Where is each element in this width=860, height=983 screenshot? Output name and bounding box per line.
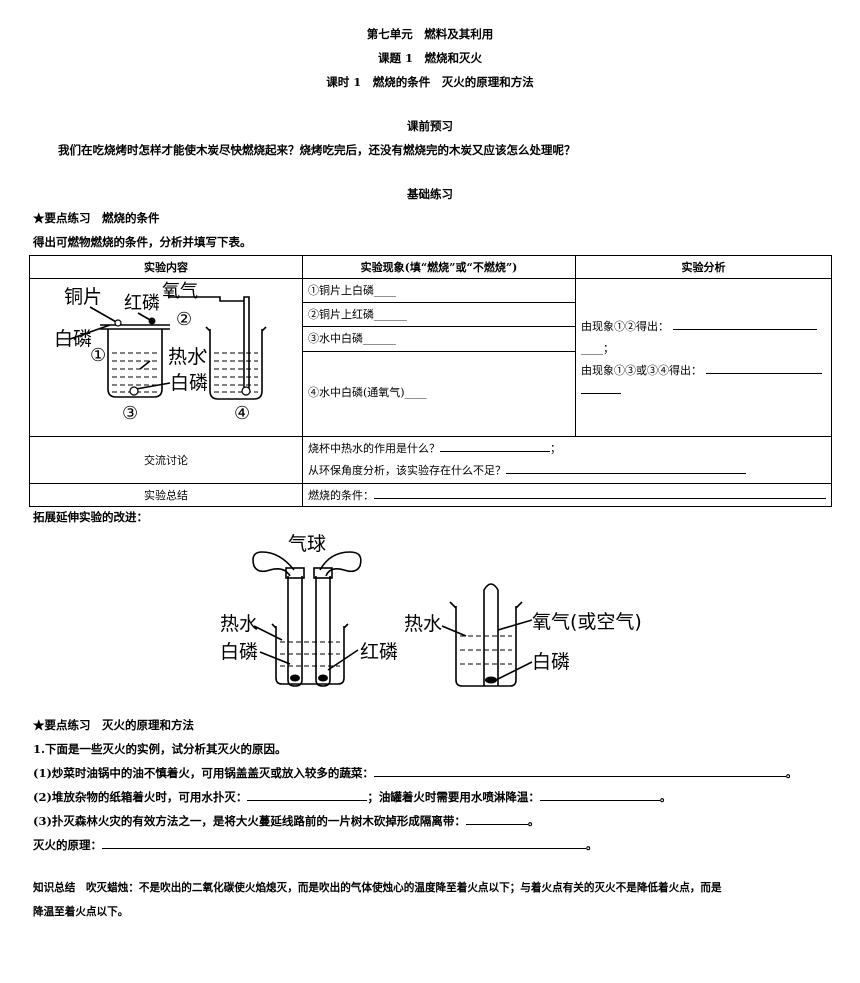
label-n3: ③ bbox=[122, 403, 138, 424]
point2-q1-3-line: (3)扑灭森林火灾的有效方法之一，是将大火蔓延线路前的一片树木砍掉形成隔离带： 。 bbox=[33, 813, 539, 829]
extension-title: 拓展延伸实验的改进： bbox=[33, 510, 148, 524]
principle-blank[interactable] bbox=[102, 837, 586, 849]
extension-figure: 气球 热水 白磷 红磷 热水 氧气(或空气) 白磷 bbox=[220, 533, 642, 687]
summary-blank[interactable] bbox=[374, 487, 826, 499]
unit-title: 第七单元 燃料及其利用 bbox=[366, 27, 494, 41]
phenomenon-4: ④水中白磷(通氧气)____ bbox=[308, 386, 427, 399]
label-n1: ① bbox=[90, 345, 106, 366]
label-n2: ② bbox=[176, 309, 192, 330]
discussion-q2-blank[interactable] bbox=[506, 462, 746, 474]
label-oxygen-b: 氧气(或空气) bbox=[532, 611, 642, 633]
experiment-figure: 铜片 红磷 氧气 白磷 热水 白磷 ① ② ③ ④ bbox=[54, 281, 267, 424]
point2-q1-1-line: (1)炒菜时油锅中的油不慎着火，可用锅盖盖灭或放入较多的蔬菜： 。 bbox=[33, 765, 797, 781]
point2-q1-2a: (2)堆放杂物的纸箱着火时，可用水扑灭： bbox=[33, 790, 248, 804]
experiment-figure-cell: 铜片 红磷 氧气 白磷 热水 白磷 ① ② ③ ④ bbox=[29, 278, 303, 437]
phenomenon-3: ③水中白磷______ bbox=[303, 327, 575, 352]
lesson-title: 课时 1 燃烧的条件 灭火的原理和方法 bbox=[326, 75, 534, 89]
discussion-q1-end: ； bbox=[550, 442, 561, 455]
label-oxygen: 氧气 bbox=[162, 281, 198, 302]
basics-title: 基础练习 bbox=[407, 187, 453, 201]
label-balloon: 气球 bbox=[288, 533, 326, 555]
label-white-phosphorus-b: 白磷 bbox=[532, 651, 570, 673]
summary-line-1: 知识总结 吹灭蜡烛：不是吹出的二氧化碳使火焰熄灭，而是吹出的气体使烛心的温度降至… bbox=[33, 882, 722, 894]
point2-title: ★要点练习 灭火的原理和方法 bbox=[33, 718, 194, 732]
analysis-2-blank[interactable] bbox=[705, 362, 822, 374]
point2-q1-1: (1)炒菜时油锅中的油不慎着火，可用锅盖盖灭或放入较多的蔬菜： bbox=[33, 766, 374, 780]
label-white-phosphorus-1: 白磷 bbox=[54, 328, 92, 350]
point2-q1-3: (3)扑灭森林火灾的有效方法之一，是将大火蔓延线路前的一片树木砍掉形成隔离带： bbox=[33, 814, 466, 828]
analysis-1-blank[interactable] bbox=[672, 318, 817, 330]
point2-q1-2-line: (2)堆放杂物的纸箱着火时，可用水扑灭： ；油罐着火时需要用水喷淋降温： 。 bbox=[33, 789, 671, 805]
label-hot-water-a: 热水 bbox=[220, 613, 258, 635]
summary-cell: 燃烧的条件： bbox=[302, 483, 832, 507]
label-red-phosphorus-a: 红磷 bbox=[360, 641, 398, 663]
q1-1-blank[interactable] bbox=[373, 765, 786, 777]
label-hot-water: 热水 bbox=[168, 346, 206, 368]
principle-label: 灭火的原理： bbox=[33, 838, 102, 852]
label-red-phosphorus: 红磷 bbox=[124, 293, 160, 314]
discussion-q1: 烧杯中热水的作用是什么？ bbox=[308, 442, 440, 455]
principle-line: 灭火的原理： 。 bbox=[33, 837, 598, 853]
q1-2-end: 。 bbox=[659, 790, 672, 804]
header-content: 实验内容 bbox=[29, 255, 303, 279]
point2-q1: 1.下面是一些灭火的实例，试分析其灭火的原因。 bbox=[33, 742, 287, 756]
label-n4: ④ bbox=[234, 403, 250, 424]
analysis-cell: 由现象①②得出： ____； 由现象①③或③④得出： bbox=[575, 278, 832, 437]
summary-text: 燃烧的条件： bbox=[308, 489, 374, 502]
header-phenomenon: 实验现象(填“燃烧”或“不燃烧”) bbox=[302, 255, 576, 279]
phenomenon-2: ②铜片上红磷______ bbox=[303, 303, 575, 327]
point1-intro: 得出可燃物燃烧的条件，分析并填写下表。 bbox=[33, 235, 252, 249]
phenomenon-1: ①铜片上白磷____ bbox=[303, 279, 575, 303]
discussion-q1-blank[interactable] bbox=[440, 440, 550, 452]
topic-title: 课题 1 燃烧和灭火 bbox=[377, 51, 482, 65]
q1-3-end: 。 bbox=[527, 814, 540, 828]
header-analysis: 实验分析 bbox=[575, 255, 832, 279]
q1-1-end: 。 bbox=[785, 766, 798, 780]
preview-question: 我们在吃烧烤时怎样才能使木炭尽快燃烧起来？烧烤吃完后，还没有燃烧完的木炭又应该怎… bbox=[58, 143, 576, 157]
phenomena-cell: ①铜片上白磷____ ②铜片上红磷______ ③水中白磷______ ④水中白… bbox=[302, 278, 576, 437]
analysis-2: 由现象①③或③④得出： bbox=[581, 363, 702, 377]
label-white-phosphorus-2: 白磷 bbox=[170, 372, 208, 394]
analysis-1-tail: ____； bbox=[581, 341, 614, 355]
principle-end: 。 bbox=[586, 838, 598, 852]
q1-2b-blank[interactable] bbox=[539, 789, 660, 801]
point1-title: ★要点练习 燃烧的条件 bbox=[33, 211, 160, 225]
discussion-cell: 烧杯中热水的作用是什么？ ； 从环保角度分析，该实验存在什么不足？ bbox=[302, 436, 832, 484]
analysis-2-blank-2[interactable] bbox=[581, 382, 621, 394]
summary-line-2: 降温至着火点以下。 bbox=[33, 906, 129, 918]
q1-2a-blank[interactable] bbox=[247, 789, 368, 801]
label-white-phosphorus-a: 白磷 bbox=[220, 641, 258, 663]
point2-q1-2b: ；油罐着火时需要用水喷淋降温： bbox=[367, 790, 540, 804]
discussion-label: 交流讨论 bbox=[29, 436, 303, 484]
experiment-table: 实验内容 实验现象(填“燃烧”或“不燃烧”) 实验分析 bbox=[29, 255, 832, 507]
preview-title: 课前预习 bbox=[407, 119, 453, 133]
summary-label: 实验总结 bbox=[29, 483, 303, 507]
label-copper: 铜片 bbox=[64, 286, 102, 308]
analysis-1: 由现象①②得出： bbox=[581, 319, 669, 333]
label-hot-water-b: 热水 bbox=[404, 613, 442, 635]
discussion-q2: 从环保角度分析，该实验存在什么不足？ bbox=[308, 464, 506, 477]
q1-3-blank[interactable] bbox=[465, 813, 528, 825]
